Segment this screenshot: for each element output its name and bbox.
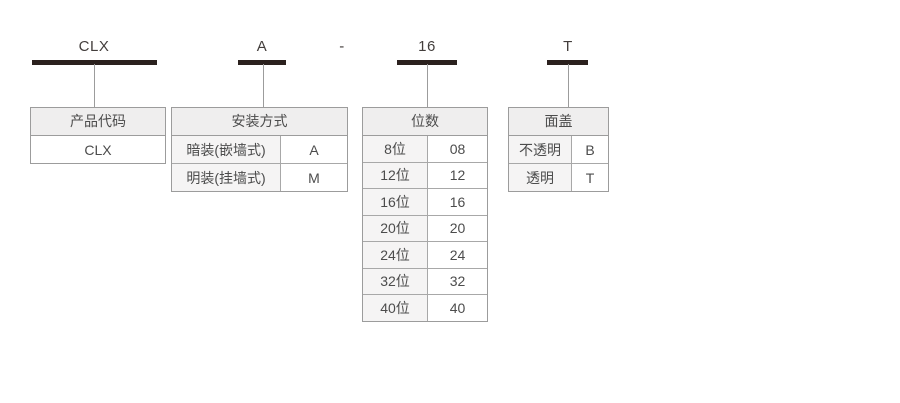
- row-label: CLX: [31, 136, 165, 163]
- code-segment-product: CLX: [78, 38, 110, 55]
- table-row: 明装(挂墙式)M: [172, 164, 347, 191]
- row-label: 32位: [363, 268, 428, 294]
- table-header: 面盖: [509, 108, 608, 136]
- row-value: 16: [428, 189, 487, 215]
- row-value: 20: [428, 215, 487, 241]
- code-underline-bar-positions: [397, 60, 457, 65]
- row-value: T: [572, 164, 608, 191]
- table-header: 位数: [363, 108, 487, 136]
- table-header: 安装方式: [172, 108, 347, 136]
- row-value: 32: [428, 268, 487, 294]
- table-header: 产品代码: [31, 108, 165, 136]
- row-value: 40: [428, 295, 487, 321]
- row-value: 12: [428, 162, 487, 188]
- row-value: 08: [428, 136, 487, 162]
- code-underline-bar-product: [32, 60, 157, 65]
- code-underline-bar-installation: [238, 60, 286, 65]
- code-separator: -: [339, 38, 345, 55]
- row-label: 12位: [363, 162, 428, 188]
- row-label: 8位: [363, 136, 428, 162]
- row-label: 24位: [363, 242, 428, 268]
- row-value: A: [281, 136, 347, 163]
- row-label: 20位: [363, 215, 428, 241]
- connector-line-positions: [427, 64, 428, 107]
- row-value: 24: [428, 242, 487, 268]
- table-row: 暗装(嵌墙式)A: [172, 136, 347, 164]
- row-label: 透明: [509, 164, 572, 191]
- table-row: CLX: [31, 136, 165, 163]
- row-label: 40位: [363, 295, 428, 321]
- code-segment-cover: T: [563, 38, 573, 55]
- row-label: 16位: [363, 189, 428, 215]
- row-label: 不透明: [509, 136, 572, 163]
- connector-line-cover: [568, 64, 569, 107]
- row-value: B: [572, 136, 608, 163]
- code-segment-installation: A: [256, 38, 268, 55]
- code-underline-bar-cover: [547, 60, 588, 65]
- connector-line-product: [94, 64, 95, 107]
- row-label: 暗装(嵌墙式): [172, 136, 281, 163]
- code-segment-positions: 16: [418, 38, 436, 55]
- connector-line-installation: [263, 64, 264, 107]
- row-label: 明装(挂墙式): [172, 164, 281, 191]
- row-value: M: [281, 164, 347, 191]
